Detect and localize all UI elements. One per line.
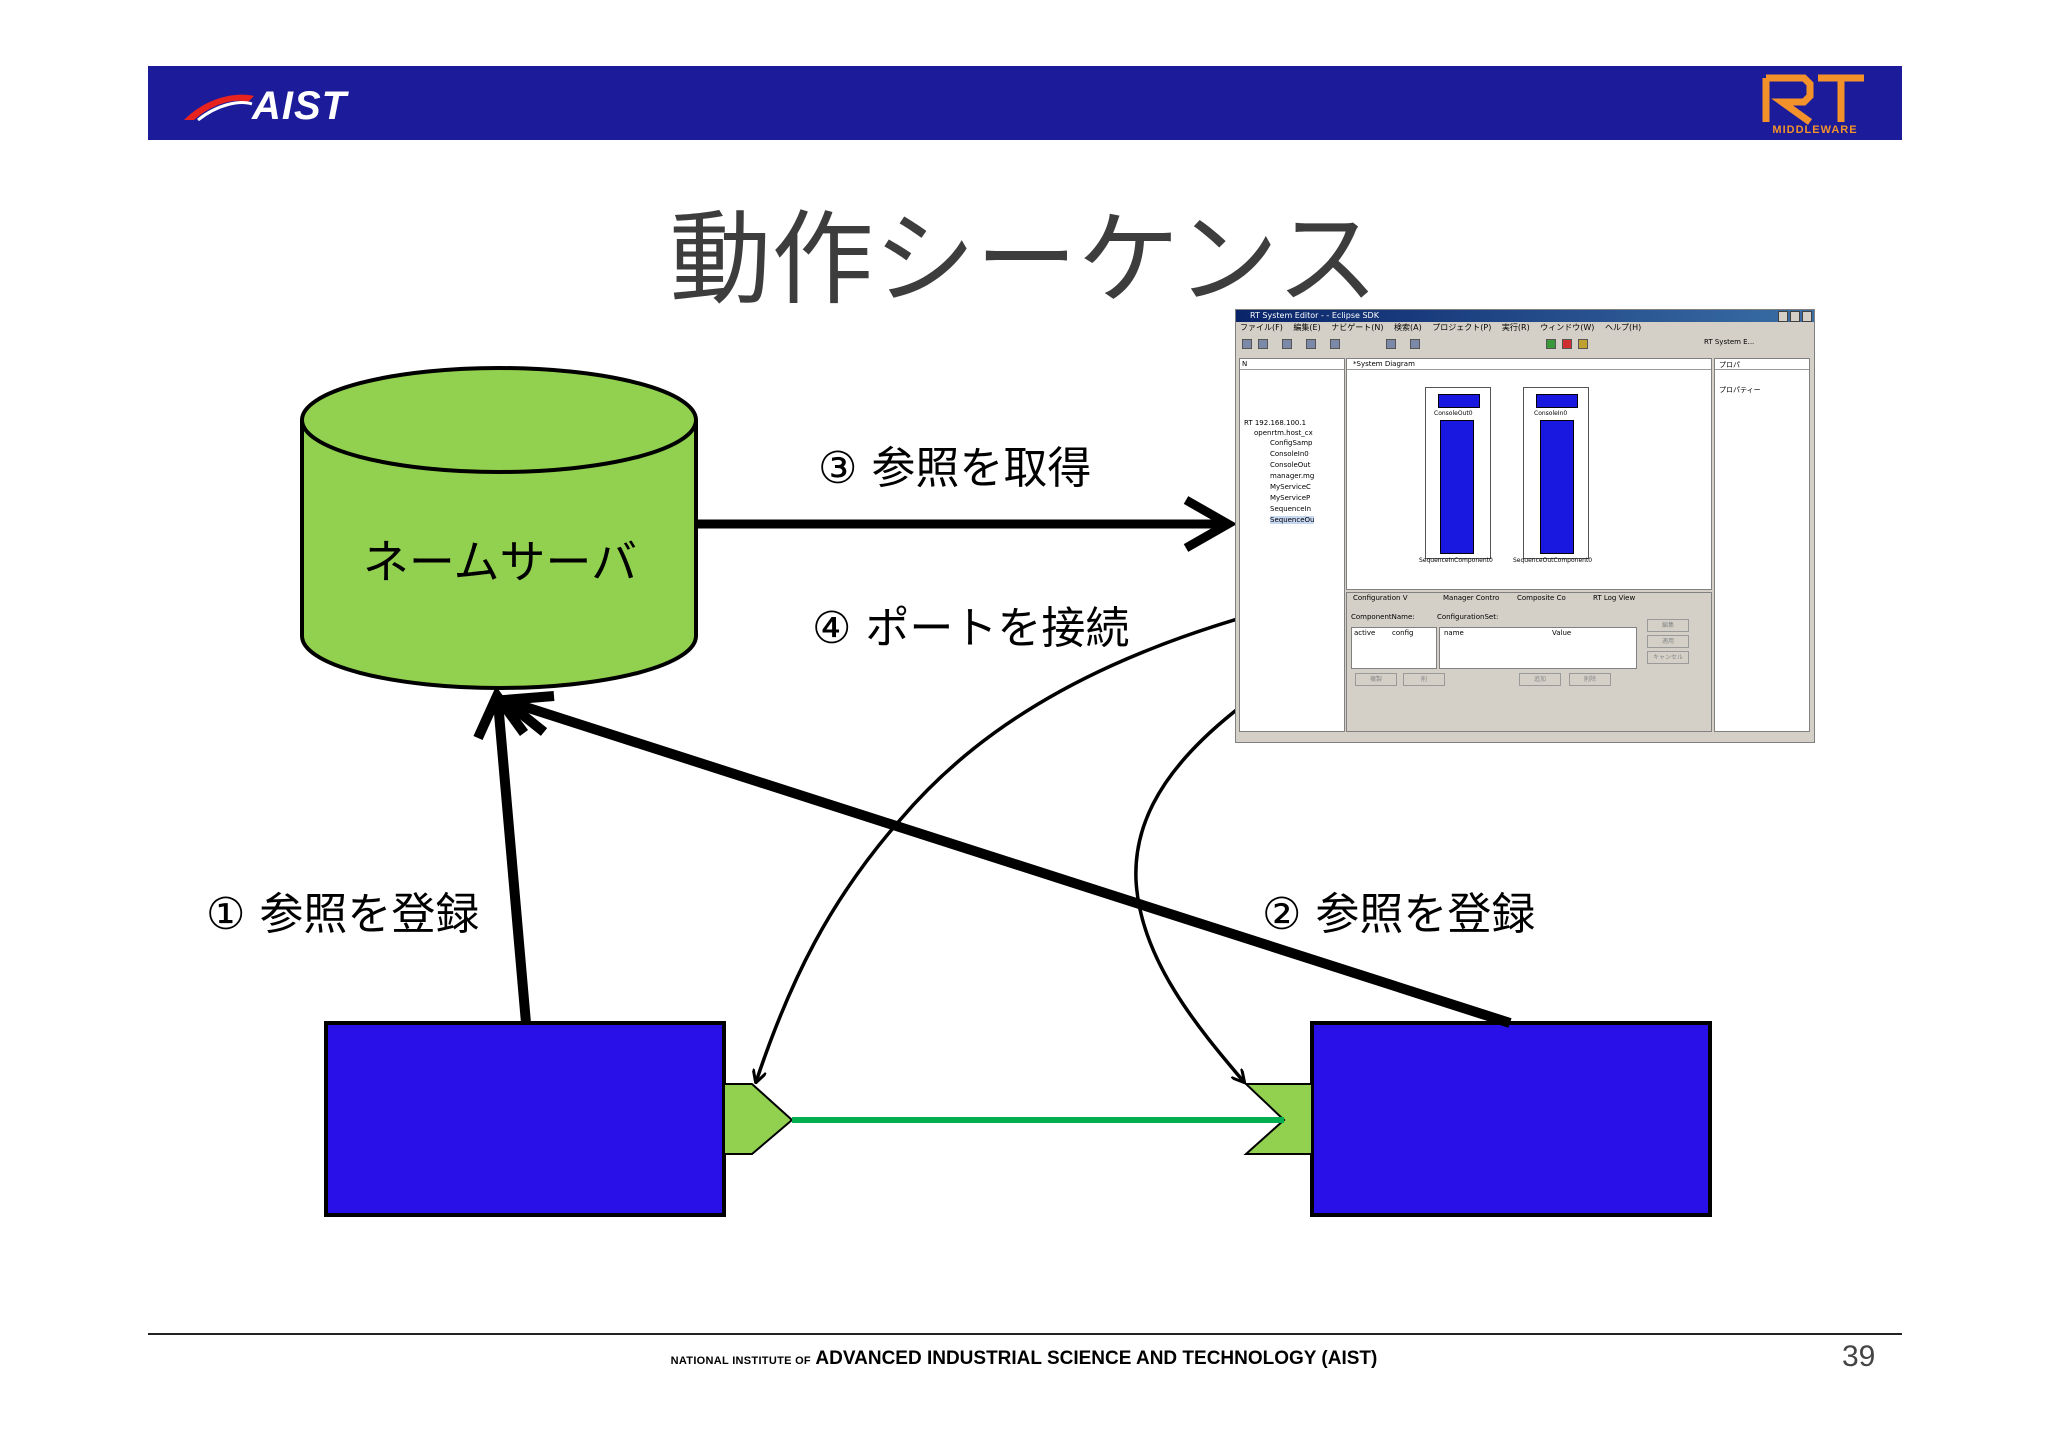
print-icon[interactable] [1282,339,1292,349]
add-button[interactable]: 追加 [1519,673,1561,686]
save-icon[interactable] [1258,339,1268,349]
close-icon[interactable] [1802,311,1812,322]
diagram-component-2[interactable]: ConsoleIn0 [1523,387,1589,559]
configuration-panel: Configuration V Manager Contro Composite… [1346,592,1712,732]
eclipse-toolbar: RT System E... [1236,336,1814,350]
tab-rt-log-view[interactable]: RT Log View [1593,594,1636,602]
inport [1243,1083,1313,1155]
component-2-label: ConsoleIn0 [1534,410,1568,417]
component-right [1310,1021,1712,1217]
rt-system-editor-screenshot: RT System Editor - - Eclipse SDK ファイル(F)… [1235,309,1815,743]
config-set-table: active config [1351,627,1437,669]
menu-navigate[interactable]: ナビゲート(N) [1331,323,1384,332]
window-controls [1778,311,1812,322]
name-server-db [300,366,698,690]
name-server-label: ネームサーバ [362,535,638,589]
tree-item-consoleout[interactable]: ConsoleOut [1270,461,1311,469]
menu-project[interactable]: プロジェクト(P) [1432,323,1492,332]
page-number: 39 [1842,1340,1876,1373]
tree-item-sequenceout[interactable]: SequenceOu [1270,516,1315,524]
minimize-icon[interactable] [1778,311,1788,322]
component-1-label: ConsoleOut0 [1434,410,1473,417]
properties-panel: プロパ プロパティー [1714,358,1810,732]
step4-label: ④ ポートを接続 [812,603,1130,654]
new-icon[interactable] [1242,339,1252,349]
tree-item-configsample[interactable]: ConfigSamp [1270,439,1313,447]
component-left [324,1021,726,1217]
eclipse-title-bar: RT System Editor - - Eclipse SDK [1236,310,1814,322]
col-value: Value [1552,629,1572,637]
delete-set-button[interactable]: 削 [1403,673,1445,686]
search-icon[interactable] [1330,339,1340,349]
step2-label: ② 参照を登録 [1262,889,1536,940]
tree-item-myserviceconsumer[interactable]: MyServiceC [1270,483,1311,491]
arrow-step3 [696,496,1238,552]
navigator-tab[interactable]: N [1242,360,1248,368]
menu-search[interactable]: 検索(A) [1394,323,1422,332]
config-param-table: name Value [1439,627,1637,669]
stop-icon[interactable] [1562,339,1572,349]
tree-item-myserviceprovider[interactable]: MyServiceP [1270,494,1311,502]
properties-header: プロパティー [1719,386,1761,394]
rt-logo-subtitle: MIDDLEWARE [1772,124,1858,136]
footer-text: NATIONAL INSTITUTE OF ADVANCED INDUSTRIA… [0,1348,2048,1370]
system-diagram-tab[interactable]: *System Diagram [1353,360,1415,368]
system-diagram-panel: *System Diagram ConsoleOut0 ConsoleIn0 S… [1346,358,1712,590]
tree-item-sequencein[interactable]: SequenceIn [1270,505,1312,513]
tab-manager-control[interactable]: Manager Contro [1443,594,1500,602]
tree-host[interactable]: openrtm.host_cx [1254,429,1313,437]
outport [723,1083,794,1155]
tab-composite[interactable]: Composite Co [1517,594,1566,602]
properties-tab[interactable]: プロパ [1719,361,1740,369]
footer-small-text: NATIONAL INSTITUTE OF [670,1355,811,1367]
edit-button[interactable]: 編集 [1647,619,1689,632]
cancel-button[interactable]: キャンセル [1647,651,1689,664]
config-set-label: ConfigurationSet: [1437,613,1499,621]
component-name-label: ComponentName: [1351,613,1415,621]
back-icon[interactable] [1386,339,1396,349]
run-icon[interactable] [1546,339,1556,349]
perspective-label[interactable]: RT System E... [1704,338,1755,346]
rt-middleware-logo-icon [1762,74,1864,125]
forward-icon[interactable] [1410,339,1420,349]
debug-icon[interactable] [1306,339,1316,349]
page-title: 動作シーケンス [669,201,1379,320]
tree-item-manager[interactable]: manager.mg [1270,472,1315,480]
menu-help[interactable]: ヘルプ(H) [1604,323,1642,332]
step3-label: ③ 参照を取得 [818,443,1092,494]
tab-configuration-view[interactable]: Configuration V [1353,594,1408,602]
eclipse-menu-bar: ファイル(F) 編集(E) ナビゲート(N) 検索(A) プロジェクト(P) 実… [1236,322,1814,334]
copy-button[interactable]: 複製 [1355,673,1397,686]
navigator-panel: N RT 192.168.100.1 openrtm.host_cx Confi… [1239,358,1345,732]
diagram-component-1[interactable]: ConsoleOut0 [1425,387,1491,559]
step1-label: ① 参照を登録 [206,889,480,940]
col-active: active [1354,629,1376,637]
component-2-bottom-label: SequenceOutComponent0 [1513,557,1593,564]
arrow-step2 [491,691,1512,1028]
tree-root[interactable]: RT 192.168.100.1 [1244,419,1307,427]
col-config: config [1392,629,1414,637]
delete-button[interactable]: 削除 [1569,673,1611,686]
maximize-icon[interactable] [1790,311,1800,322]
menu-file[interactable]: ファイル(F) [1240,323,1283,332]
menu-window[interactable]: ウィンドウ(W) [1540,323,1595,332]
header-banner [148,66,1902,140]
menu-run[interactable]: 実行(R) [1501,323,1530,332]
apply-button[interactable]: 適用 [1647,635,1689,648]
menu-edit[interactable]: 編集(E) [1293,323,1321,332]
aist-logo-icon [184,94,254,122]
aist-logo-text: AIST [252,84,348,128]
tool-icon[interactable] [1578,339,1588,349]
component-1-bottom-label: SequenceInComponent0 [1419,557,1493,564]
tree-item-consolein[interactable]: ConsoleIn0 [1270,450,1309,458]
footer-organization: ADVANCED INDUSTRIAL SCIENCE AND TECHNOLO… [815,1348,1378,1369]
arrow-step1 [473,686,531,1024]
footer-divider [148,1333,1902,1335]
col-name: name [1444,629,1464,637]
